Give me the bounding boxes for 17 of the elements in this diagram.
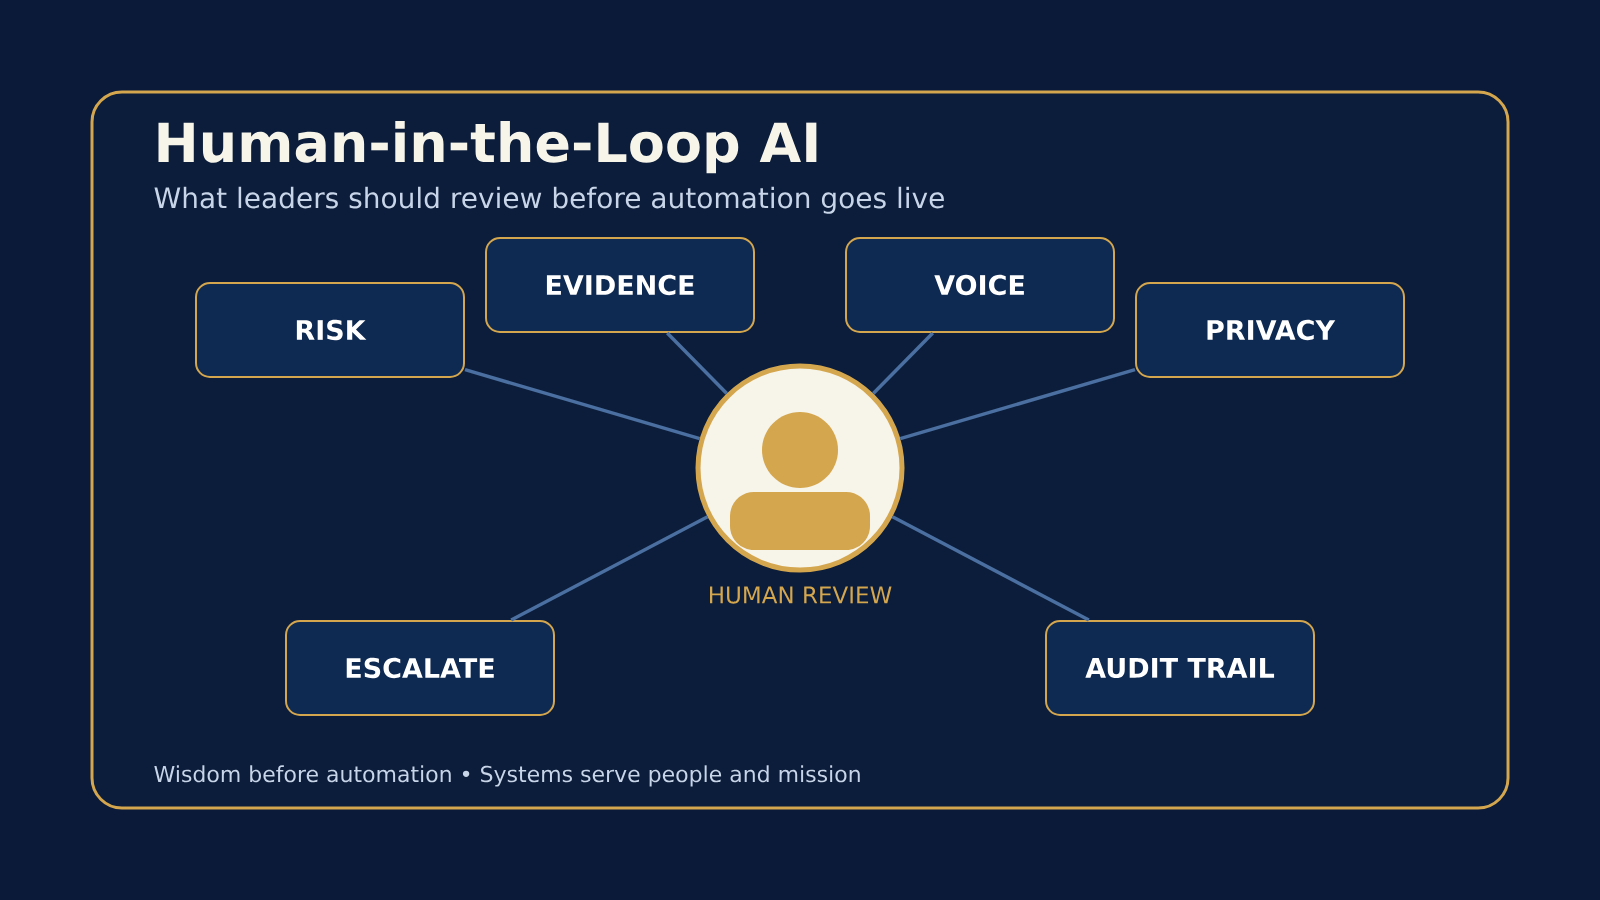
topic-box: RISK <box>195 282 465 378</box>
node-caption: HUMAN REVIEW <box>710 586 892 604</box>
topic-box: EVIDENCE <box>485 237 755 333</box>
connector-line <box>665 331 728 395</box>
topic-box: VOICE <box>845 237 1115 333</box>
topic-box: AUDIT TRAIL <box>1045 620 1315 716</box>
connector-line <box>872 331 935 395</box>
topic-box: PRIVACY <box>1135 282 1405 378</box>
person-icon-circle <box>695 363 905 573</box>
connector-line <box>891 515 1090 622</box>
footer-text: Wisdom before automation • Systems serve people and mission <box>154 765 860 787</box>
topic-box: ESCALATE <box>285 620 555 716</box>
connector-line <box>510 515 709 622</box>
subtitle: What leaders should review before automation goes live <box>154 186 944 214</box>
connector-line <box>464 367 701 441</box>
connector-line <box>899 367 1136 441</box>
title: Human-in-the-Loop AI <box>158 121 817 174</box>
